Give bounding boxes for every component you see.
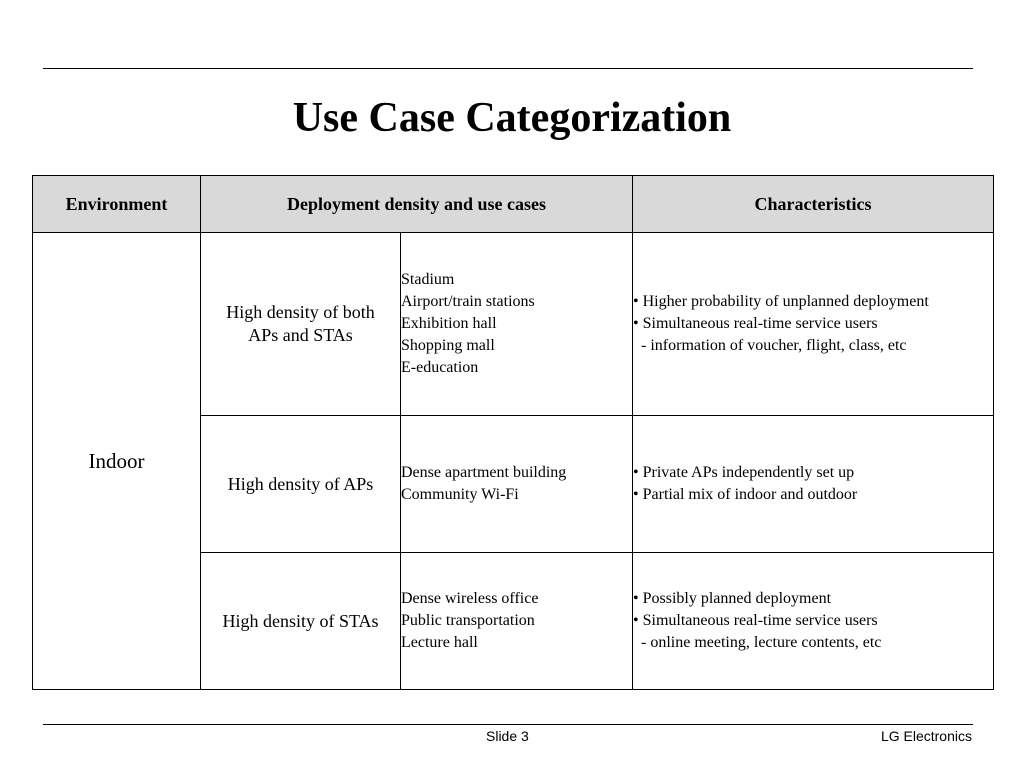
table-row: High density of APs Dense apartment buil… — [33, 415, 995, 553]
characteristic-item: • Higher probability of unplanned deploy… — [633, 293, 929, 310]
environment-cell: Indoor — [32, 232, 201, 690]
use-case-item: Shopping mall — [401, 337, 495, 354]
slide-number: Slide 3 — [486, 728, 529, 744]
use-case-item: Dense apartment building — [401, 464, 567, 481]
header-row: Environment Deployment density and use c… — [32, 175, 995, 233]
use-case-item: Dense wireless office — [401, 590, 539, 607]
density-cell: High density of both APs and STAs — [200, 232, 401, 416]
table-row: High density of STAs Dense wireless offi… — [33, 552, 995, 690]
density-cell: High density of APs — [200, 415, 401, 553]
characteristic-item: • Simultaneous real-time service users — [633, 612, 878, 629]
use-case-item: Public transportation — [401, 612, 535, 629]
header-environment: Environment — [32, 175, 201, 233]
characteristic-item: • Private APs independently set up — [633, 464, 855, 481]
footer-divider — [43, 724, 973, 725]
use-cases-cell: Dense wireless office Public transportat… — [399, 552, 634, 690]
slide-title: Use Case Categorization — [292, 95, 732, 141]
characteristic-item: • Possibly planned deployment — [633, 590, 832, 607]
table-row: Indoor High density of both APs and STAs… — [32, 232, 995, 690]
density-label: High density of both APs and STAs — [226, 302, 375, 345]
header-characteristics: Characteristics — [632, 175, 995, 233]
use-case-item: Airport/train stations — [401, 293, 535, 310]
use-cases-cell: Dense apartment building Community Wi-Fi — [399, 415, 634, 553]
use-case-table: Environment Deployment density and use c… — [32, 175, 995, 690]
use-case-item: Community Wi-Fi — [401, 486, 519, 503]
characteristics-cell: • Higher probability of unplanned deploy… — [632, 232, 995, 416]
characteristics-cell: • Private APs independently set up • Par… — [632, 415, 995, 553]
characteristic-subitem: - information of voucher, flight, class,… — [641, 337, 907, 354]
use-case-item: Exhibition hall — [401, 315, 497, 332]
density-cell: High density of STAs — [200, 552, 401, 690]
characteristic-item: • Simultaneous real-time service users — [633, 315, 878, 332]
characteristic-subitem: - online meeting, lecture contents, etc — [641, 634, 882, 651]
use-cases-cell: Stadium Airport/train stations Exhibitio… — [399, 232, 634, 416]
characteristics-cell: • Possibly planned deployment • Simultan… — [632, 552, 995, 690]
header-divider — [43, 68, 973, 69]
use-case-item: Stadium — [401, 271, 455, 288]
characteristic-item: • Partial mix of indoor and outdoor — [633, 486, 858, 503]
use-case-item: E-education — [401, 359, 479, 376]
use-case-item: Lecture hall — [401, 634, 478, 651]
header-deployment: Deployment density and use cases — [199, 175, 634, 233]
organization-name: LG Electronics — [880, 728, 972, 744]
